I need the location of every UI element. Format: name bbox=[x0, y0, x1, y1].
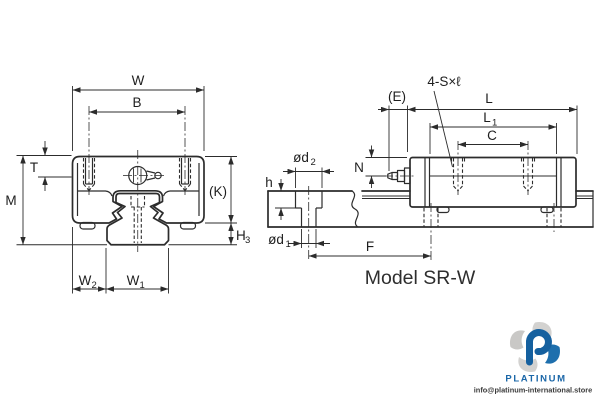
watermark: PLATINUM info@platinum-international.sto… bbox=[474, 322, 592, 395]
dim-label-C: C bbox=[487, 128, 497, 143]
grease-nipple-front bbox=[123, 165, 165, 186]
dim-H3: H 3 bbox=[16, 223, 250, 246]
dim-K: (K) bbox=[205, 156, 237, 224]
bottom-seal-lip bbox=[540, 206, 554, 214]
dim-label-B: B bbox=[132, 95, 141, 110]
rail-hole-hidden bbox=[423, 203, 562, 261]
end-seal-tab bbox=[179, 221, 197, 230]
dim-F: F bbox=[308, 239, 431, 259]
dim-N: N bbox=[354, 145, 407, 188]
tapped-hole bbox=[178, 158, 192, 191]
callout-label-4-Sxl: 4-S×ℓ bbox=[427, 74, 461, 89]
dim-label-W: W bbox=[132, 73, 145, 88]
block-side-view bbox=[384, 141, 577, 214]
dim-label-W2: W bbox=[79, 273, 92, 288]
dim-label-E: (E) bbox=[388, 89, 406, 104]
dim-label-h: h bbox=[265, 175, 273, 190]
dim-label-L1-sub: 1 bbox=[492, 118, 497, 129]
rail-cross-section bbox=[106, 192, 170, 246]
dim-L1: L 1 bbox=[429, 110, 557, 154]
dim-B: B bbox=[89, 95, 185, 115]
dim-label-L1: L bbox=[483, 110, 491, 125]
callout-mounting-holes: 4-S×ℓ bbox=[427, 74, 461, 168]
dim-label-H3-sub: 3 bbox=[245, 235, 250, 246]
dim-label-T: T bbox=[30, 160, 38, 175]
side-view-drawing: (E) L 4-S×ℓ L 1 C N bbox=[265, 74, 594, 261]
dim-label-N: N bbox=[354, 160, 364, 175]
bottom-seal-lip bbox=[436, 206, 450, 214]
dim-W: W bbox=[72, 73, 205, 151]
dim-label-W1-sub: 1 bbox=[140, 280, 145, 291]
dim-C: C bbox=[458, 128, 528, 148]
dim-label-d1: ød bbox=[268, 232, 284, 247]
grease-nipple-side bbox=[384, 167, 414, 185]
dim-M: M bbox=[5, 155, 26, 245]
block-cross-section bbox=[71, 155, 205, 224]
end-seal-tab bbox=[79, 221, 96, 230]
dim-d1: ød 1 bbox=[268, 229, 330, 250]
dim-label-L: L bbox=[485, 91, 493, 106]
model-caption: Model SR-W bbox=[365, 267, 476, 289]
dim-label-H3: H bbox=[236, 228, 246, 243]
watermark-email-text: info@platinum-international.store bbox=[474, 386, 592, 395]
watermark-brand-text: PLATINUM bbox=[505, 374, 566, 385]
tapped-hole bbox=[82, 158, 96, 191]
rail-side-view bbox=[267, 186, 594, 261]
dim-label-F: F bbox=[366, 239, 374, 254]
front-view-drawing: W B T M (K) bbox=[5, 73, 250, 294]
dim-h: h bbox=[265, 175, 301, 220]
dim-label-W1: W bbox=[127, 273, 140, 288]
dim-d2: ød 2 bbox=[283, 150, 334, 188]
platinum-logo-icon bbox=[510, 322, 560, 372]
dim-E-L: (E) L bbox=[378, 89, 578, 171]
rail-break-line bbox=[351, 190, 359, 228]
dim-label-M: M bbox=[5, 193, 16, 208]
dim-label-d2: ød bbox=[293, 150, 309, 165]
dim-label-K: (K) bbox=[209, 184, 227, 199]
dim-label-d2-sub: 2 bbox=[311, 157, 316, 168]
dim-T: T bbox=[16, 141, 72, 191]
dim-label-W2-sub: 2 bbox=[92, 280, 97, 291]
rail-counterbore-hole-section bbox=[294, 186, 323, 261]
dim-label-d1-sub: 1 bbox=[286, 239, 291, 250]
block-tapped-hole-hidden bbox=[450, 141, 536, 195]
dim-W2-W1: W 2 W 1 bbox=[72, 227, 169, 294]
